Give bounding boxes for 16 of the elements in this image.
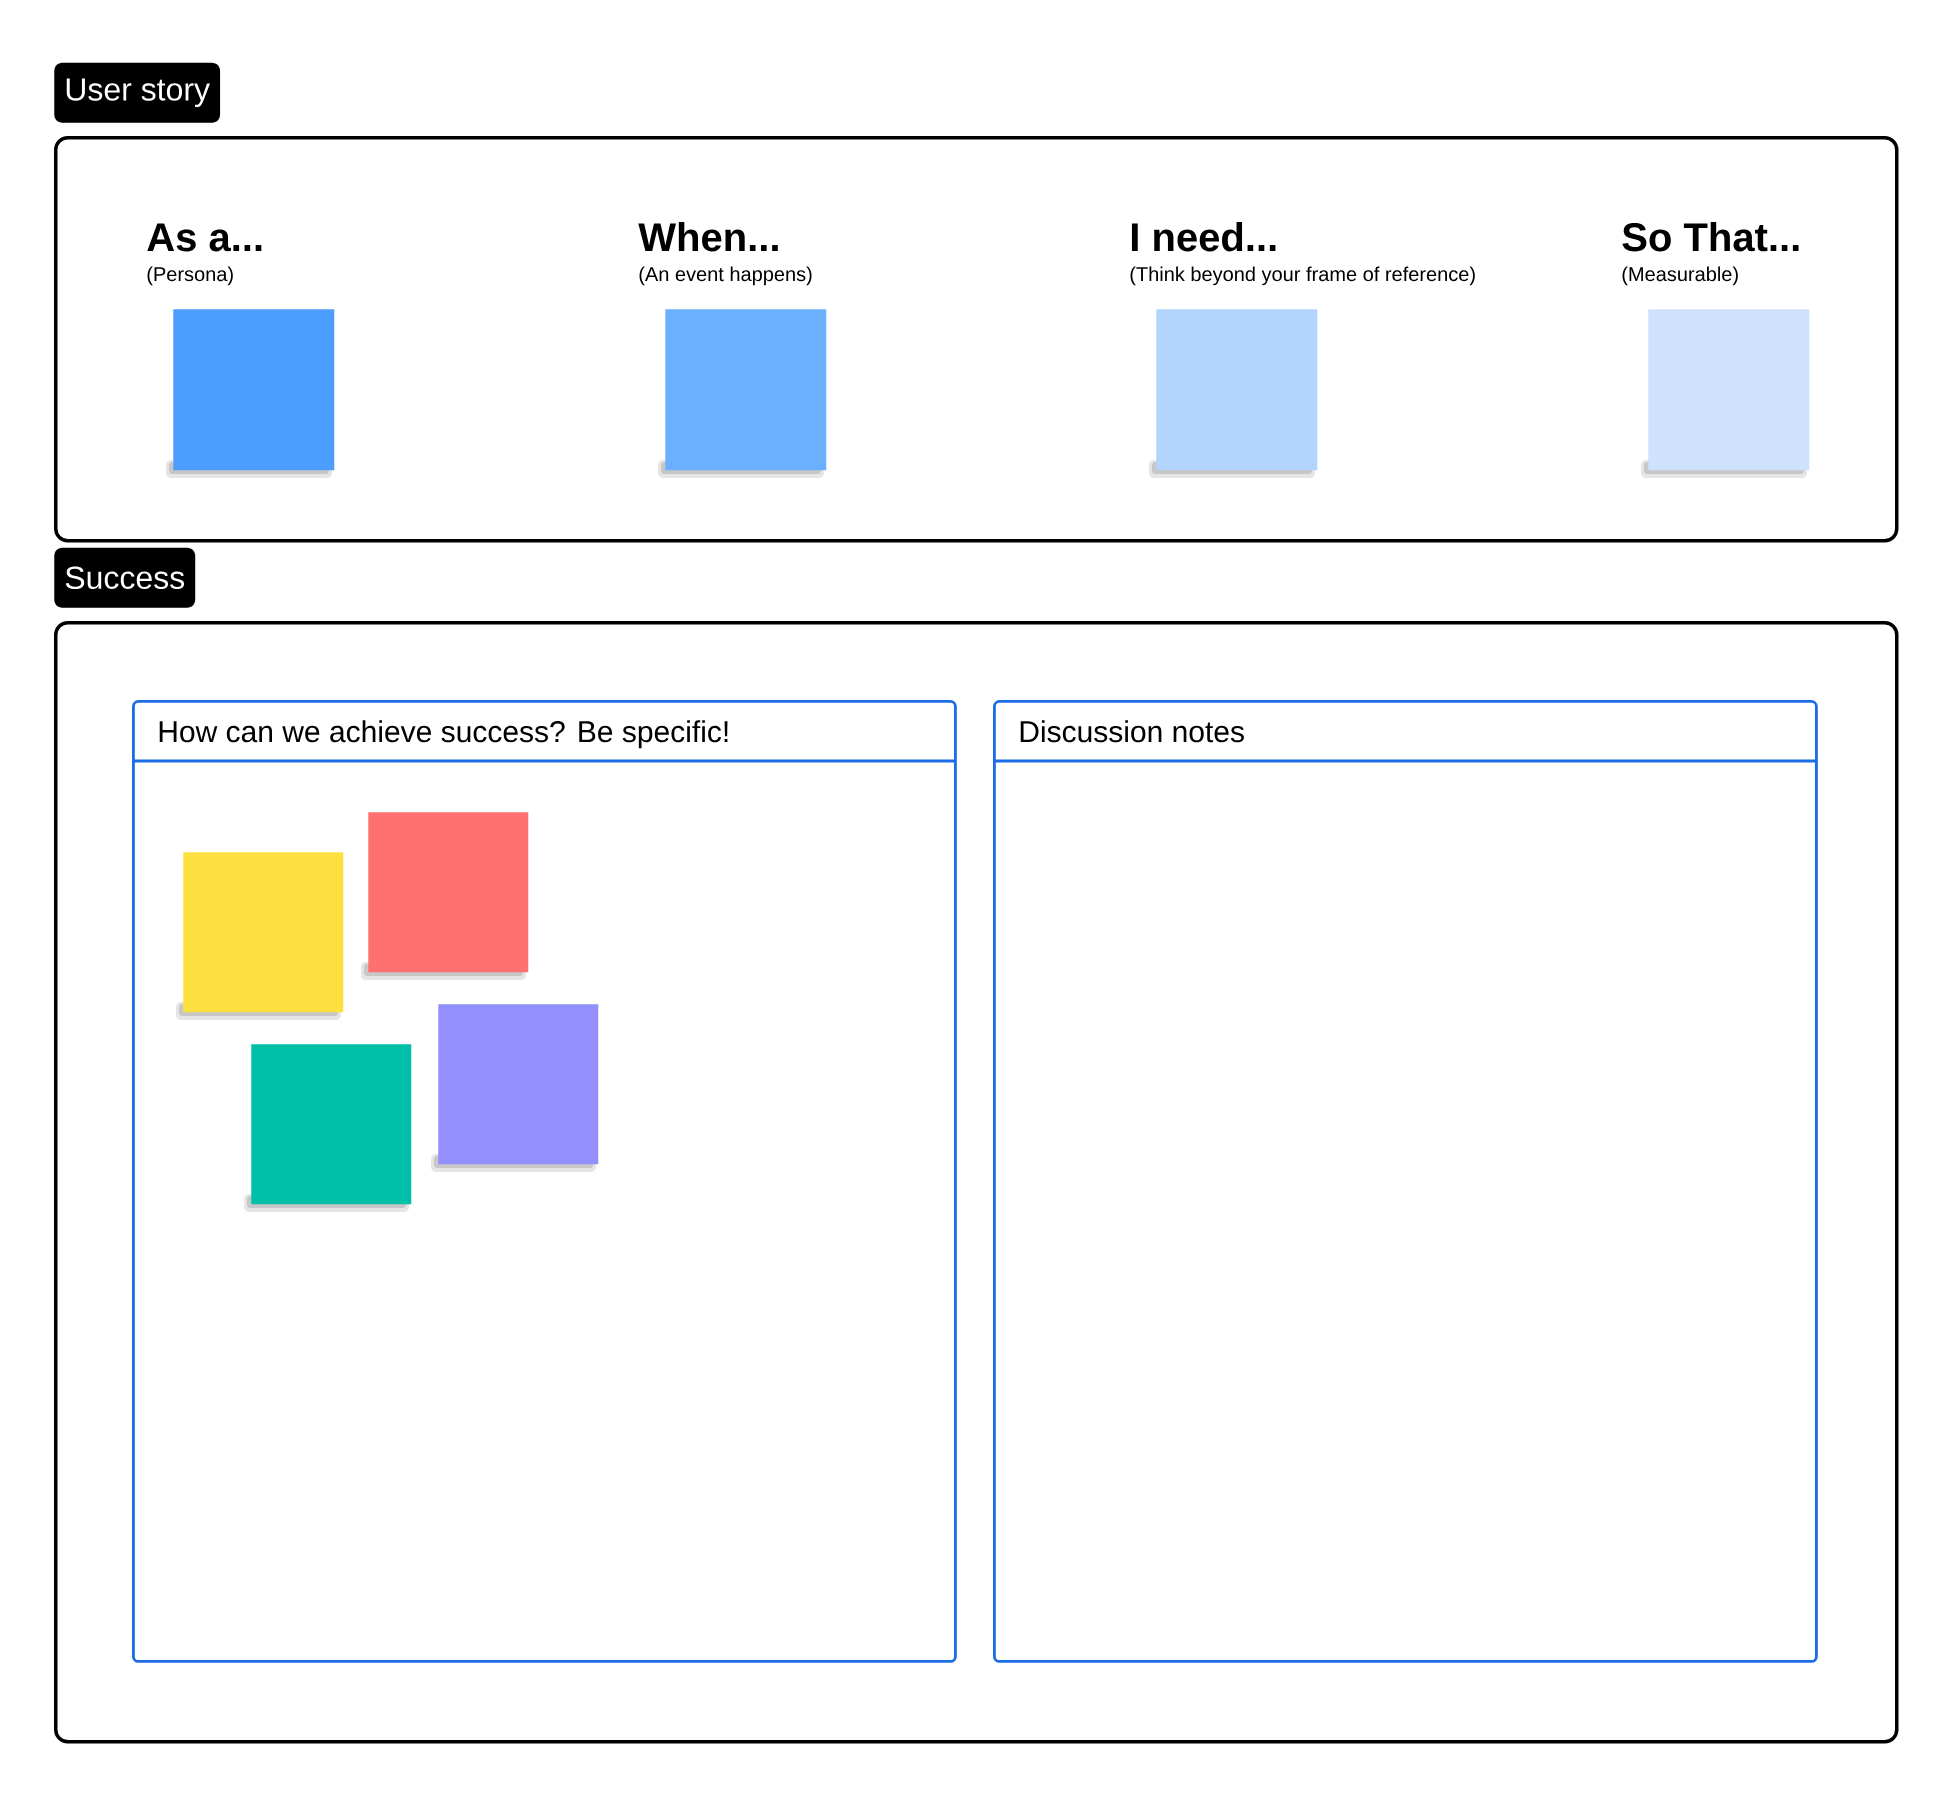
- subheading: (Persona): [147, 266, 233, 286]
- subheading: (Measurable): [1622, 266, 1738, 286]
- section-label: User story: [54, 62, 221, 123]
- panel: Discussion notes: [993, 700, 1818, 1663]
- section-label: Success: [54, 547, 196, 608]
- subheading: (Think beyond your frame of reference): [1130, 266, 1475, 286]
- heading: When...: [638, 222, 778, 252]
- subheading: (An event happens): [639, 266, 812, 286]
- sticky-note: [244, 1044, 412, 1212]
- sticky-note: [361, 812, 529, 980]
- heading: I need...: [1131, 222, 1276, 252]
- panel: How can we achieve success? Be specific!: [132, 700, 957, 1663]
- heading: So That...: [1622, 222, 1799, 252]
- heading: As a...: [147, 223, 262, 252]
- sticky-note: [431, 1004, 599, 1172]
- sticky-note: [176, 852, 344, 1020]
